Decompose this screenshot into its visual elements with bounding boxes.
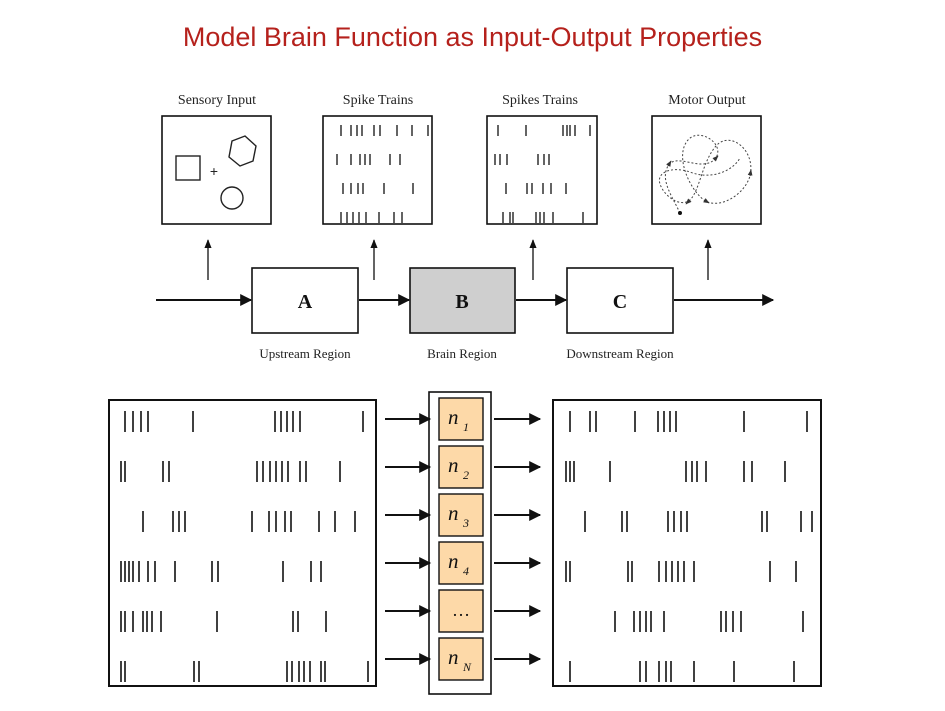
block-c-letter: C bbox=[613, 291, 627, 313]
neuron-label: … bbox=[452, 600, 470, 620]
block-b-letter: B bbox=[455, 291, 468, 313]
square-shape bbox=[175, 155, 201, 181]
neuron-label: n bbox=[448, 549, 459, 573]
trajectory-arrow-5 bbox=[685, 198, 692, 205]
neuron-box bbox=[438, 589, 484, 633]
spike-raster-top-2 bbox=[494, 125, 591, 223]
neuron-box bbox=[438, 445, 484, 489]
neuron-box bbox=[438, 493, 484, 537]
spike-raster-top-1 bbox=[336, 125, 429, 223]
neuron-subscript: N bbox=[462, 660, 472, 674]
trajectory-arrow-3 bbox=[703, 198, 710, 204]
sensory-input-panel bbox=[161, 115, 272, 225]
hexagon-shape bbox=[228, 135, 257, 167]
block-a-letter: A bbox=[298, 291, 313, 313]
neuron-box bbox=[438, 541, 484, 585]
neuron-subscript: 4 bbox=[463, 564, 469, 578]
spikes-trains-label: Spikes Trains bbox=[502, 93, 578, 108]
motor-trajectory bbox=[658, 134, 752, 214]
motor-output-panel bbox=[651, 115, 762, 225]
spikes-trains-panel bbox=[486, 115, 598, 225]
neuron-label: n bbox=[448, 453, 459, 477]
page-title: Model Brain Function as Input-Output Pro… bbox=[182, 22, 763, 52]
downstream-region-label: Downstream Region bbox=[566, 346, 674, 361]
circle-shape bbox=[220, 186, 244, 210]
block-c bbox=[566, 267, 674, 334]
spike-trains-panel bbox=[322, 115, 433, 225]
neuron-label: n bbox=[448, 405, 459, 429]
neuron-subscript: 3 bbox=[462, 516, 469, 530]
trajectory-arrow-1 bbox=[666, 160, 672, 167]
neuron-label: n bbox=[448, 501, 459, 525]
neuron-subscript: 1 bbox=[463, 420, 469, 434]
trajectory-start-dot bbox=[678, 211, 682, 215]
neuron-arrows bbox=[385, 413, 542, 665]
fixation-cross: + bbox=[210, 163, 218, 179]
block-b bbox=[409, 267, 516, 334]
neuron-label: n bbox=[448, 645, 459, 669]
block-a bbox=[251, 267, 359, 334]
output-spike-raster bbox=[565, 411, 813, 682]
trajectory-arrow-2 bbox=[712, 155, 719, 162]
input-raster-panel bbox=[108, 399, 377, 687]
neuron-box bbox=[438, 637, 484, 681]
motor-output-label: Motor Output bbox=[668, 93, 746, 108]
output-raster-panel bbox=[552, 399, 822, 687]
spike-trains-label: Spike Trains bbox=[343, 93, 413, 108]
trajectory-arrow-4 bbox=[747, 169, 753, 177]
brain-region-label: Brain Region bbox=[427, 346, 497, 361]
sensory-input-label: Sensory Input bbox=[178, 93, 256, 108]
neuron-box bbox=[438, 397, 484, 441]
neuron-subscript: 2 bbox=[463, 468, 469, 482]
input-spike-raster bbox=[120, 411, 369, 682]
upstream-region-label: Upstream Region bbox=[259, 346, 351, 361]
